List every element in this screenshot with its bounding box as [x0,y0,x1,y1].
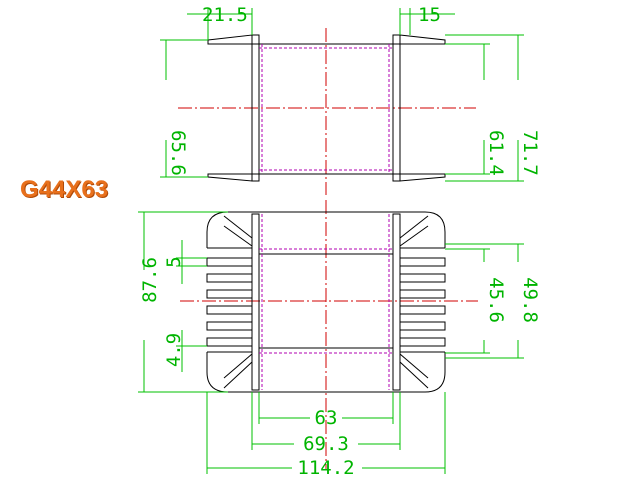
window [258,253,394,349]
top-flange [207,34,253,45]
dim-top-inner-height: 65.6 [167,130,189,176]
dim-flange-thickness-right: 15 [418,4,441,26]
dim-top-window-height: 61.4 [485,130,507,176]
dim-front-overall-height: 87.6 [139,257,161,303]
dim-front-window-height: 45.6 [485,277,507,323]
dim-core-width: 69.3 [303,433,349,455]
dim-front-inner-height: 49.8 [519,277,541,323]
dim-pin-pitch: 5 [163,256,185,267]
part-number-title: G44X63 [20,176,109,203]
left-pins [206,257,253,347]
dim-flange-thickness-left: 21.5 [202,4,248,26]
bottom-flange-right [399,173,446,182]
front-left-wall [251,213,260,391]
front-view: 87.6 5 4.9 45.6 49.8 63 69.3 114.2 [138,200,541,479]
top-dims [160,8,524,182]
front-right-wall [392,213,401,391]
dim-top-overall-height: 71.7 [519,130,541,176]
bottom-flange [207,173,253,182]
right-wall [392,34,401,182]
dim-overall-width: 114.2 [297,457,354,479]
dim-window-width: 63 [315,407,338,429]
front-dims [138,211,524,474]
left-wall [251,34,260,182]
dim-pin-offset: 4.9 [163,333,185,367]
right-pins [399,257,446,347]
top-view: 21.5 15 65.6 61.4 71.7 [160,4,541,195]
top-flange-right [399,34,446,45]
